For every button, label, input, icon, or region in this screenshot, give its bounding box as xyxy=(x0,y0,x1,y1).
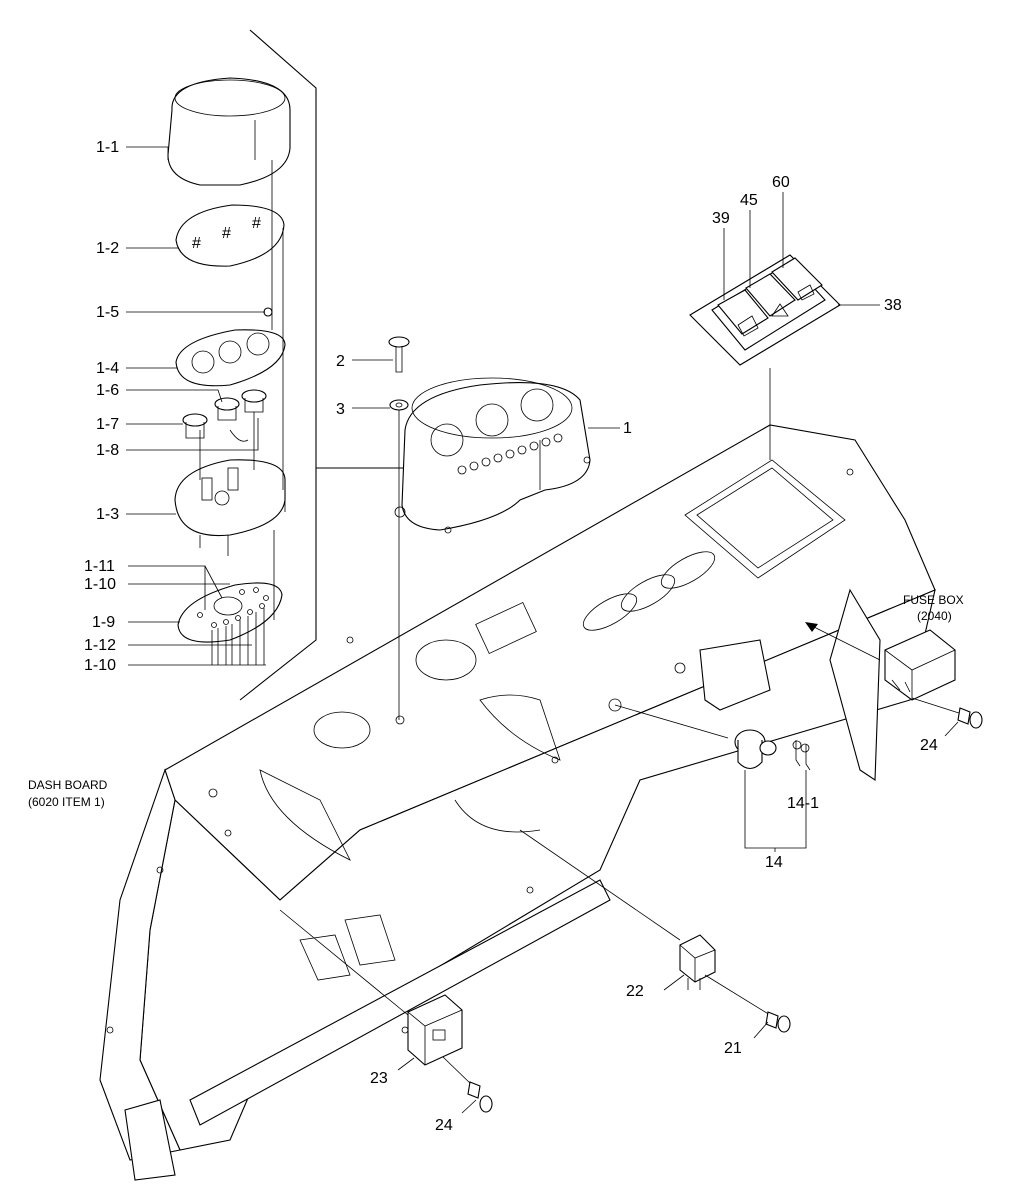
label-1-10-upper: 1-10 xyxy=(84,576,116,593)
label-1-3: 1-3 xyxy=(96,506,119,523)
part-24-bolt-upper xyxy=(911,697,983,729)
part-2-screw xyxy=(388,336,410,373)
subassembly-frame xyxy=(239,29,405,701)
part-1-3-housing xyxy=(174,459,286,537)
part-1-2-lens: # # # xyxy=(175,204,285,267)
label-2: 2 xyxy=(336,353,345,370)
part-60-switch xyxy=(771,257,823,301)
label-22: 22 xyxy=(626,983,644,1000)
label-23: 23 xyxy=(370,1070,388,1087)
part-1-instrument-cluster xyxy=(394,377,591,534)
note-dash-board: DASH BOARD xyxy=(28,778,108,792)
label-1-12: 1-12 xyxy=(84,637,116,654)
lens-pattern-icon: # xyxy=(252,215,261,232)
label-1-10-lower: 1-10 xyxy=(84,657,116,674)
label-14-1: 14-1 xyxy=(787,795,819,812)
label-39: 39 xyxy=(712,210,730,227)
dash-board-body xyxy=(99,424,936,1181)
part-21-bolt xyxy=(704,974,791,1033)
label-14: 14 xyxy=(765,854,783,871)
part-labels: 1-1 1-2 1-5 1-4 1-6 1-7 1-8 1-3 1-11 1-1… xyxy=(84,139,938,1134)
reference-notes: FUSE BOX (2040) DASH BOARD (6020 ITEM 1) xyxy=(28,593,964,809)
label-1-6: 1-6 xyxy=(96,382,119,399)
part-45-hazard-switch xyxy=(745,273,796,317)
fuse-box-arrow xyxy=(805,622,881,661)
part-1-1-upper-cover xyxy=(167,77,291,186)
part-1-7-gauge xyxy=(182,413,208,439)
subassembly-alignment-lines xyxy=(199,160,284,665)
label-1-1: 1-1 xyxy=(96,139,119,156)
part-23-module xyxy=(401,994,463,1066)
part-1-9-circuit-board xyxy=(177,582,283,643)
part-1-6-gauge xyxy=(214,397,240,421)
note-dash-board-ref: (6020 ITEM 1) xyxy=(28,795,105,809)
label-1-5: 1-5 xyxy=(96,304,119,321)
note-fuse-box: FUSE BOX xyxy=(903,593,964,607)
label-1-8: 1-8 xyxy=(96,442,119,459)
fuse-box xyxy=(884,629,956,701)
part-39-switch xyxy=(717,289,769,337)
part-1-8-gauge xyxy=(229,389,267,442)
label-1-11: 1-11 xyxy=(84,558,115,575)
label-21: 21 xyxy=(724,1040,742,1057)
part-14-1-keys xyxy=(792,740,811,771)
label-1-9: 1-9 xyxy=(92,614,115,631)
label-1-7: 1-7 xyxy=(96,416,119,433)
lens-pattern-icon: # xyxy=(192,235,201,252)
part-1-4-face-plate xyxy=(175,329,286,387)
label-3: 3 xyxy=(336,401,345,418)
label-1: 1 xyxy=(623,420,632,437)
label-38: 38 xyxy=(884,297,902,314)
label-1-4: 1-4 xyxy=(96,360,119,377)
label-45: 45 xyxy=(740,192,758,209)
label-24-lower: 24 xyxy=(435,1117,453,1134)
label-60: 60 xyxy=(772,174,790,191)
part-3-washer xyxy=(389,399,409,411)
label-24-upper: 24 xyxy=(920,737,938,754)
ignition-alignment-line xyxy=(614,704,729,739)
note-fuse-box-ref: (2040) xyxy=(917,609,952,623)
housing-screws xyxy=(199,498,286,556)
label-1-2: 1-2 xyxy=(96,240,119,257)
leader-lines xyxy=(126,146,959,1114)
part-1-5 xyxy=(263,307,273,317)
part-14-ignition-switch xyxy=(734,729,777,770)
hazard-triangle-icon xyxy=(771,303,789,317)
module-alignment-line xyxy=(279,909,409,1016)
part-24-bolt-lower xyxy=(414,1029,493,1113)
part-22-relay xyxy=(679,934,716,990)
lens-pattern-icon: # xyxy=(222,225,231,242)
relay-alignment-line xyxy=(519,829,681,941)
